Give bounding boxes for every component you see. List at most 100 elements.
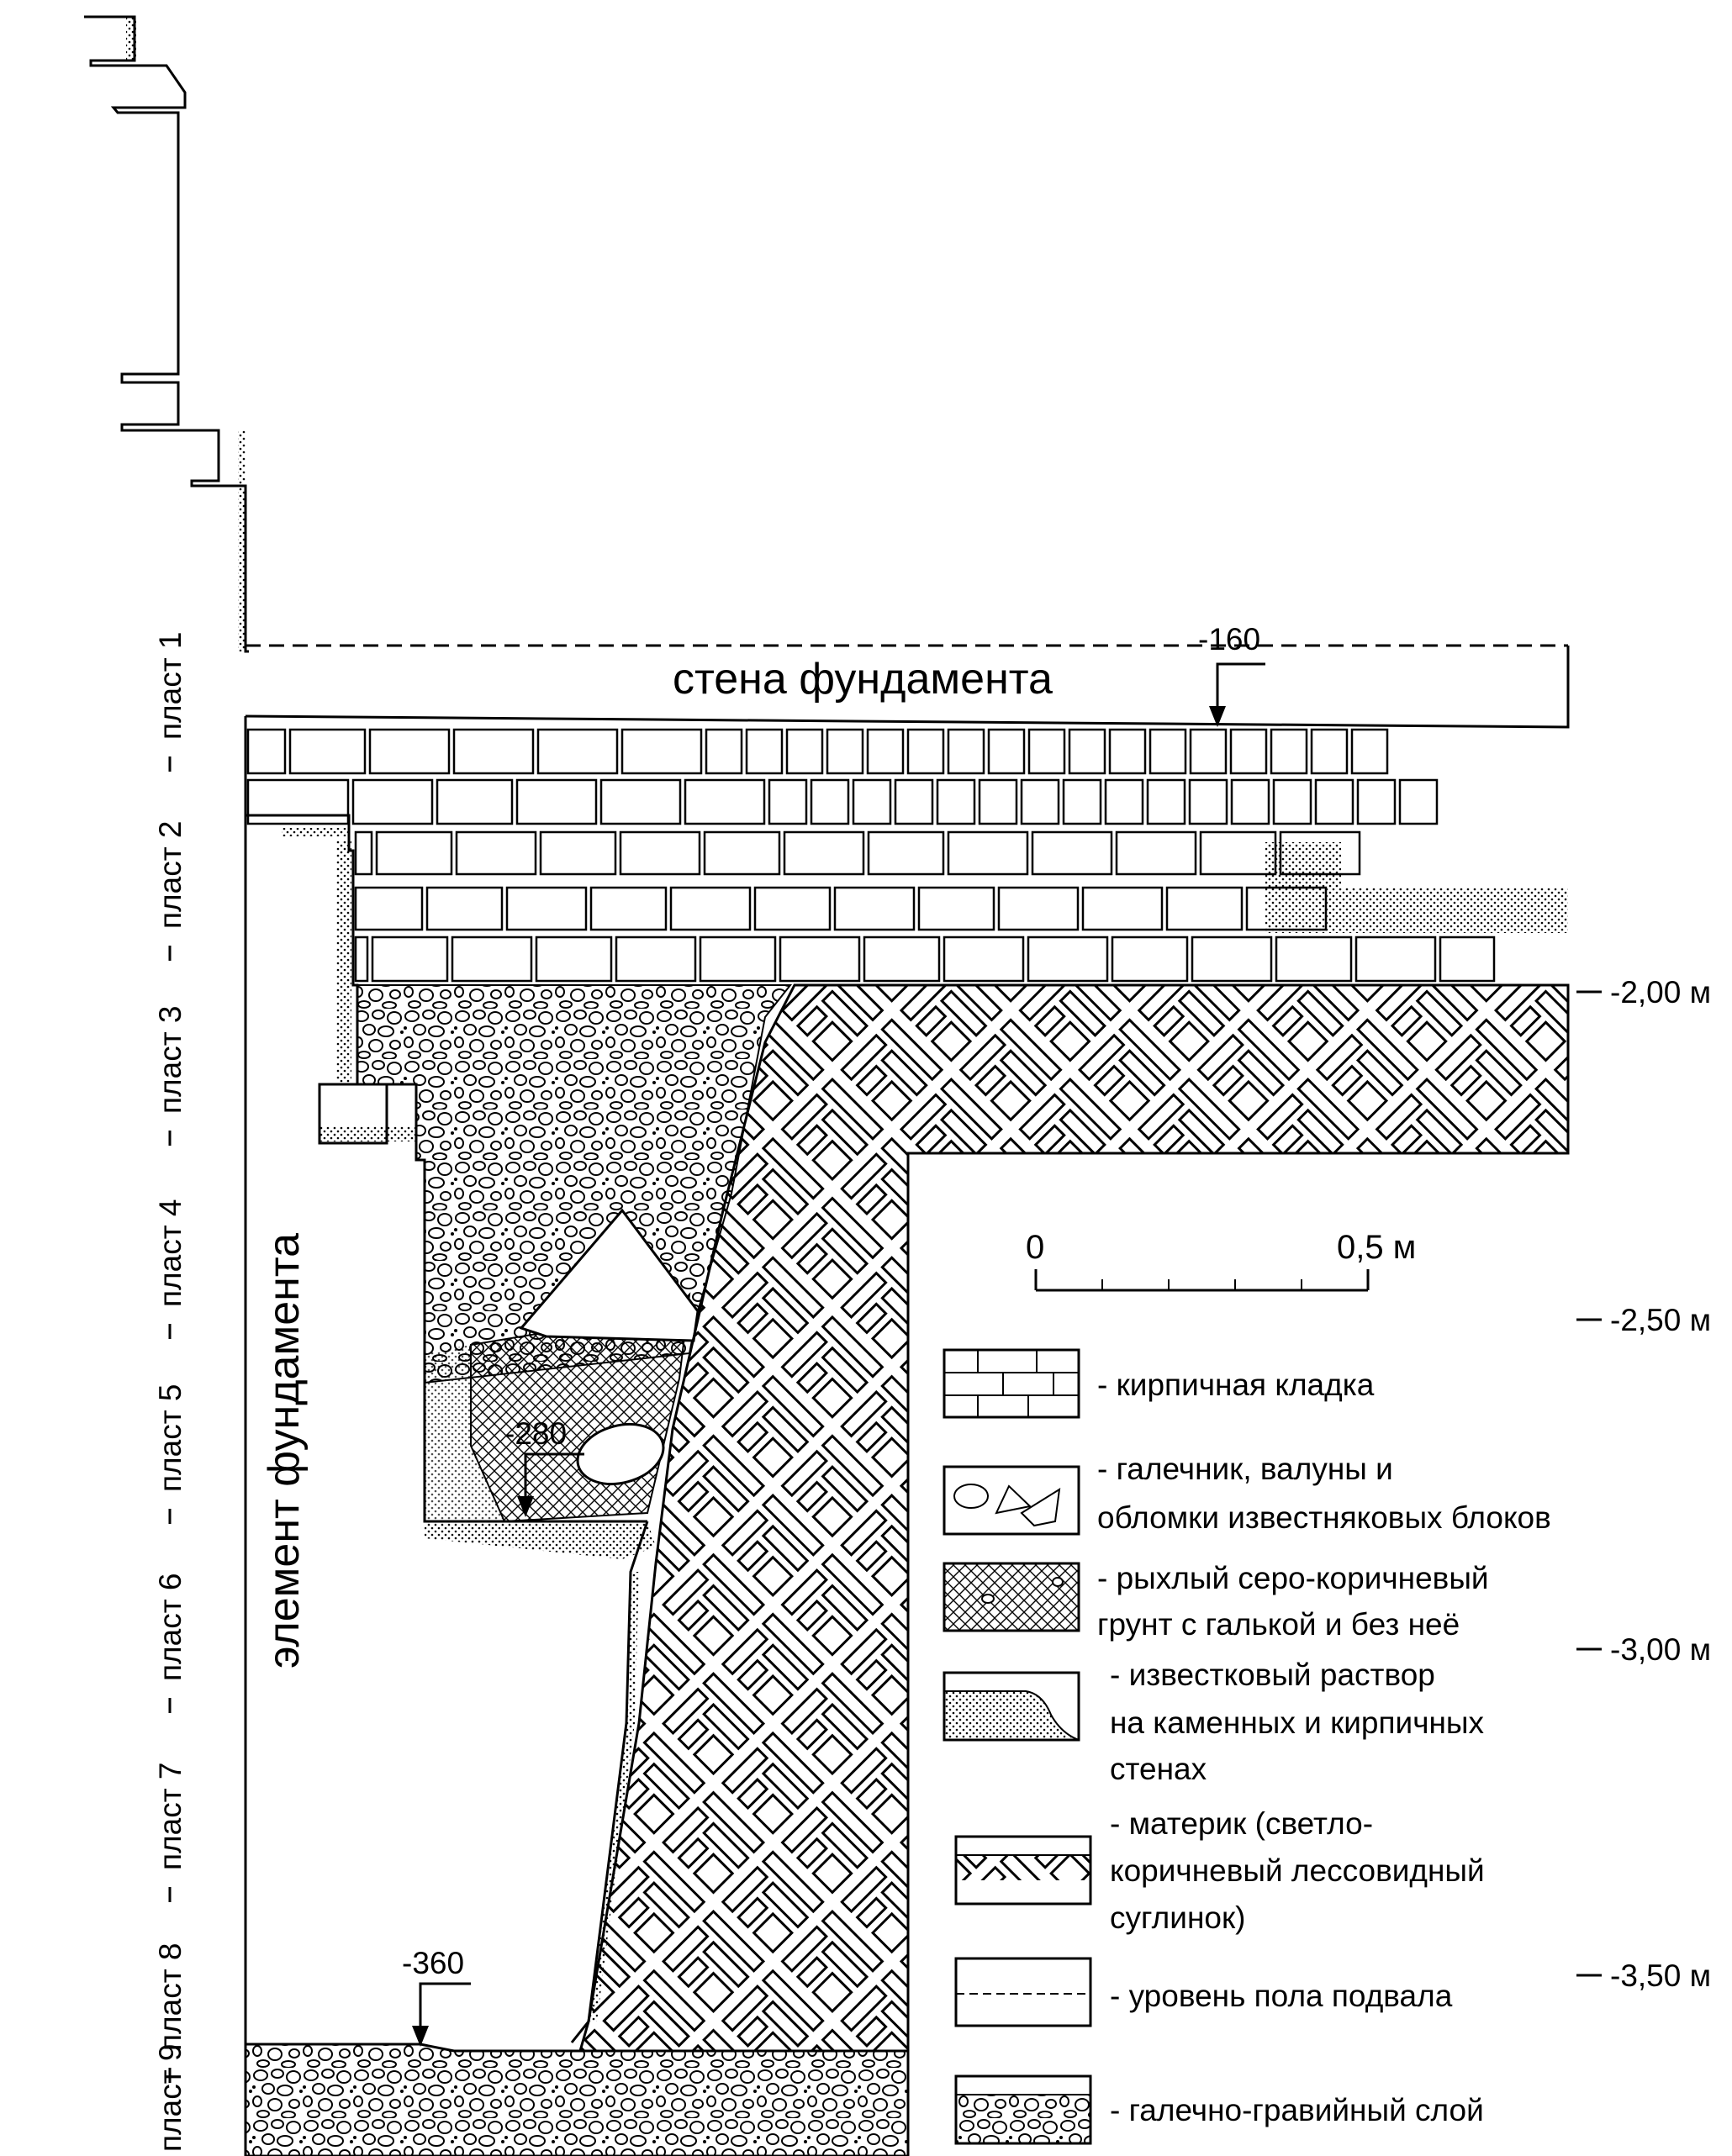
brick [753,886,832,931]
element-label: элемент фундамента [260,1233,309,1668]
brick [1230,778,1270,825]
brick [539,830,617,876]
brick [978,778,1018,825]
section-left-edge [244,716,656,2156]
brick [1398,778,1439,825]
mark-280-label: -280 [504,1416,567,1451]
legend-natural-line-3: суглинок) [1110,1900,1245,1935]
legend-pebble-line-1: - галечник, валуны и [1097,1452,1393,1486]
brick [1031,830,1113,876]
brick [1149,728,1187,775]
brick [452,728,535,775]
legend: - кирпичная кладка - галечник, валуны и … [943,1348,1551,2145]
legend-floor-line-1: - уровень пола подвала [1110,1979,1453,2013]
depth-label: -2,50 м [1610,1303,1711,1337]
layer-label: пласт 3 [153,1005,187,1114]
legend-pebble-line-2: обломки известняковых блоков [1097,1500,1551,1535]
brick [699,936,777,983]
building-profile [84,15,249,653]
legend-swatch-mortar [943,1671,1080,1742]
legend-swatch-gravel [954,2074,1092,2145]
legend-swatch-brick [943,1348,1080,1419]
brick [987,728,1026,775]
brick [1439,936,1496,983]
brick [375,830,453,876]
brick [785,728,824,775]
depth-label: -3,50 м [1610,1958,1711,1993]
brick [833,886,916,931]
brick [894,778,934,825]
brick [1146,778,1186,825]
brick [1104,778,1144,825]
brick [371,936,449,983]
brick [669,886,752,931]
brick [1275,936,1353,983]
brick [1062,778,1102,825]
mortar-patch [1265,842,1568,933]
brick [368,728,451,775]
brick [354,830,373,876]
brick [1081,886,1164,931]
brick [246,778,350,825]
brick [852,778,892,825]
layer-label: пласт 7 [153,1762,187,1870]
legend-mortar-line-3: стенах [1110,1752,1207,1786]
scale-zero-label: 0 [1026,1229,1044,1266]
layer-label: пласт 9 [153,2043,187,2152]
mortar-fill [425,1345,504,1521]
brick [684,778,766,825]
brick [1272,778,1312,825]
brick [535,936,613,983]
brick-masonry [246,728,1496,983]
brick [425,886,504,931]
legend-soil-line-1: - рыхлый серо-коричневый [1097,1561,1489,1595]
brick [351,778,434,825]
layer-label: пласт 1 [153,631,187,740]
brick [826,728,864,775]
brick [1199,830,1277,876]
legend-mortar-line-1: - известковый раствор [1110,1658,1435,1692]
legend-natural-line-2: коричневый лессовидный [1110,1853,1485,1888]
legend-mortar-line-2: на каменных и кирпичных [1110,1705,1485,1740]
layer-label: пласт 8 [153,1943,187,2051]
layer-label: пласт 4 [153,1199,187,1307]
brick [997,886,1080,931]
brick [1115,830,1197,876]
brick [1356,778,1397,825]
brick [354,936,369,983]
brick [1111,936,1189,983]
brick [515,778,598,825]
brick [1020,778,1060,825]
brick [705,728,743,775]
brick [783,830,865,876]
brick [1229,728,1268,775]
brick [615,936,697,983]
brick [1350,728,1389,775]
brick [768,778,808,825]
brick [1270,728,1308,775]
brick [947,830,1029,876]
mark-160-label: -160 [1198,622,1260,656]
brick [779,936,861,983]
brick [599,778,682,825]
brick [1108,728,1147,775]
legend-soil-line-2: грунт с галькой и без неё [1097,1607,1460,1642]
legend-swatch-soil [943,1562,1080,1632]
brick [620,728,703,775]
mark-160: -160 [1198,622,1265,727]
depth-label: -2,00 м [1610,975,1711,1009]
brick [1165,886,1244,931]
mark-360-label: -360 [402,1946,464,1980]
brick [536,728,619,775]
brick [1310,728,1349,775]
depth-marks: -2,00 м-2,50 м-3,00 м-3,50 м [1576,975,1711,1993]
layer-label: пласт 6 [153,1573,187,1681]
brick [863,936,941,983]
scale-end-label: 0,5 м [1337,1229,1416,1266]
brick [1027,936,1109,983]
legend-natural-line-1: - материк (светло- [1110,1806,1373,1841]
brick [906,728,945,775]
legend-swatch-natural [954,1835,1092,1906]
legend-swatch-pebble [943,1465,1080,1536]
